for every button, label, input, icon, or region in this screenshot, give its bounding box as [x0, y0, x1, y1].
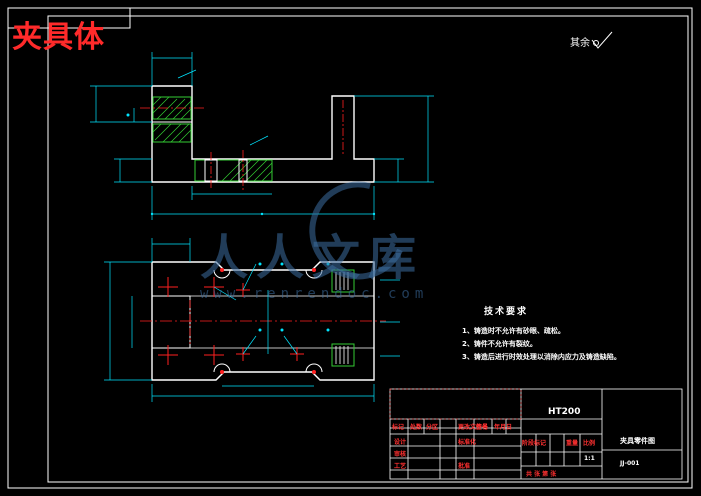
tb-row-sign: 签名 [476, 424, 489, 431]
drawing-frame [47, 15, 689, 483]
tb-row-change: 更改文件号 [458, 424, 489, 431]
part-name-label: 夹具零件图 [620, 437, 655, 445]
tb-role-standard: 标准化 [458, 439, 477, 446]
tb-row-count: 处数 [410, 424, 423, 431]
tb-scale-header: 比例 [583, 440, 596, 447]
tb-stage-header: 阶段标记 [522, 440, 547, 447]
roughness-label: 其余 [570, 38, 590, 49]
tb-scale-value: 1:1 [584, 455, 595, 462]
tech-requirement-3: 3、铸造后进行时效处理以消除内应力及铸造缺陷。 [462, 353, 621, 361]
watermark-logo [309, 181, 403, 280]
tb-role-approve: 批准 [458, 463, 471, 470]
title-block [389, 388, 683, 480]
hatch-mid [152, 123, 192, 143]
tb-role-design: 设计 [394, 439, 407, 446]
watermark-url: www.renrendoc.com [200, 286, 429, 302]
watermark-text: 人人文库 [200, 230, 425, 286]
tb-row-date: 年月日 [494, 424, 513, 431]
hatch-bottom [194, 159, 273, 182]
roughness-symbol [591, 31, 613, 49]
material-label: HT200 [548, 407, 581, 417]
tb-row-zone: 分区 [426, 424, 439, 431]
tb-sheet-info: 共 张 第 张 [526, 471, 557, 478]
tb-row-mark: 标记 [392, 424, 405, 431]
tech-requirement-1: 1、铸造时不允许有砂眼、疏松。 [462, 327, 565, 335]
top-view [104, 238, 400, 402]
tech-requirements-heading: 技术要求 [484, 307, 529, 317]
tech-requirement-2: 2、铸件不允许有裂纹。 [462, 340, 537, 348]
tb-weight-header: 重量 [566, 440, 579, 447]
tb-role-review: 审核 [394, 451, 407, 458]
front-view [90, 52, 434, 220]
drawing-code: JJ-001 [620, 460, 640, 467]
title-tab [7, 7, 131, 29]
drawing-title: 夹具体 [12, 20, 105, 55]
tb-role-process: 工艺 [394, 463, 407, 470]
front-view-outline [151, 85, 375, 183]
sheet-border [7, 7, 693, 489]
